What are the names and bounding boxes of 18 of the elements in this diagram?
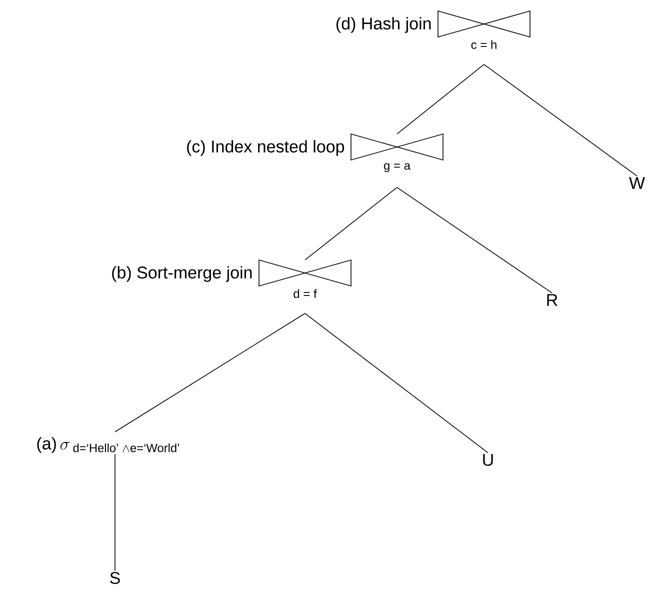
tree-edge (396, 187, 552, 294)
tree-edge (304, 187, 398, 260)
tree-edge (114, 454, 116, 572)
relation-name: W (629, 177, 645, 189)
relation-name: S (110, 572, 120, 584)
operator-label: (c) Index nested loop (187, 140, 344, 156)
relation-name: R (547, 294, 558, 306)
tree-edge (114, 313, 306, 432)
operator-label: (b) Sort-merge join (112, 266, 252, 282)
join-condition: g = a (384, 163, 410, 172)
tree-edge (304, 313, 488, 454)
join-condition: c = h (471, 40, 496, 49)
operator-label: (d) Hash join (336, 17, 431, 33)
join-condition: d = f (294, 289, 317, 298)
relation-name: U (483, 454, 493, 466)
tree-edge (396, 64, 484, 134)
selection-operator: (a) $\sigma_{\text{ d=‘Hello’ }\wedge\text{e=‘World’}}$ (37, 437, 179, 453)
tree-edge (484, 64, 638, 176)
